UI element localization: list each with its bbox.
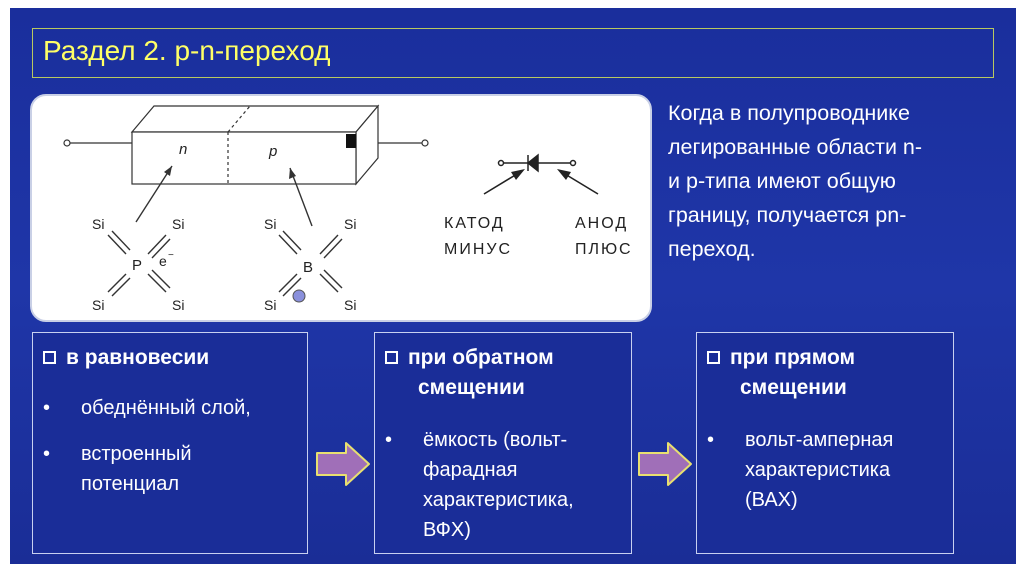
si-atom: Si [264, 216, 276, 232]
boron-atom: B [303, 259, 313, 276]
intro-line: легированные области n- [668, 135, 923, 159]
panel-title: при прямом смещении [707, 343, 855, 403]
list-item: • вольт-амперная характеристика (ВАХ) [707, 425, 893, 515]
si-atom: Si [172, 297, 184, 313]
electron-charge: − [168, 250, 174, 261]
si-atom: Si [92, 216, 104, 232]
acceptor-pointer [289, 167, 313, 227]
cathode-label: КАТОД [444, 215, 505, 232]
bullet-list: • ёмкость (вольт- фарадная характеристик… [385, 425, 574, 561]
bullet-icon: • [43, 443, 51, 465]
checkbox-icon [707, 351, 720, 364]
minus-label: МИНУС [444, 241, 512, 258]
panel-reverse-bias: при обратном смещении • ёмкость (вольт- … [374, 332, 632, 554]
pn-junction-diagram: n p Si Si Si Si P e − Si Si Si Si B [63, 104, 633, 313]
acceptor-bonds [278, 230, 343, 297]
intro-line: границу, получается pn- [668, 203, 907, 227]
bullet-list: • вольт-амперная характеристика (ВАХ) [707, 425, 893, 531]
bullet-icon: • [707, 429, 715, 451]
anode-label: АНОД [575, 215, 628, 232]
si-atom: Si [344, 297, 356, 313]
right-arrow-icon [638, 442, 692, 486]
intro-line: Когда в полупроводнике [668, 101, 910, 125]
contact-square [346, 134, 356, 148]
right-arrow-icon [316, 442, 370, 486]
si-atom: Si [344, 216, 356, 232]
bullet-list: • обеднённый слой, • встроенный потенциа… [43, 393, 251, 515]
electron-label: e [159, 253, 167, 269]
si-atom: Si [92, 297, 104, 313]
hole-icon [292, 289, 306, 303]
phosphorus-atom: P [132, 257, 142, 274]
diode-icon [497, 153, 577, 173]
page-title: Раздел 2. p-n-переход [43, 35, 331, 66]
intro-line: переход. [668, 237, 756, 261]
checkbox-icon [385, 351, 398, 364]
panel-forward-bias: при прямом смещении • вольт-амперная хар… [696, 332, 954, 554]
panel-title: в равновесии [43, 343, 209, 373]
bullet-icon: • [43, 397, 51, 419]
si-atom: Si [264, 297, 276, 313]
donor-pointer [135, 165, 173, 223]
left-terminal [63, 139, 71, 147]
p-region-label: p [268, 143, 277, 160]
list-item: • обеднённый слой, [43, 393, 251, 423]
donor-bonds [107, 230, 171, 297]
list-item: • ёмкость (вольт- фарадная характеристик… [385, 425, 574, 545]
checkbox-icon [43, 351, 56, 364]
intro-line: и p-типа имеют общую [668, 169, 896, 193]
list-item: • встроенный потенциал [43, 439, 251, 499]
right-terminal [421, 139, 429, 147]
plus-label: ПЛЮС [575, 241, 633, 258]
title-bar: Раздел 2. p-n-переход [32, 28, 994, 78]
si-atom: Si [172, 216, 184, 232]
panel-title: при обратном смещении [385, 343, 554, 403]
bullet-icon: • [385, 429, 393, 451]
panel-equilibrium: в равновесии • обеднённый слой, • встрое… [32, 332, 308, 554]
block-top-face [130, 105, 380, 133]
intro-text: Когда в полупроводнике легированные обла… [668, 96, 988, 266]
pn-junction-figure: n p Si Si Si Si P e − Si Si Si Si B [30, 94, 652, 322]
n-region-label: n [179, 141, 187, 158]
